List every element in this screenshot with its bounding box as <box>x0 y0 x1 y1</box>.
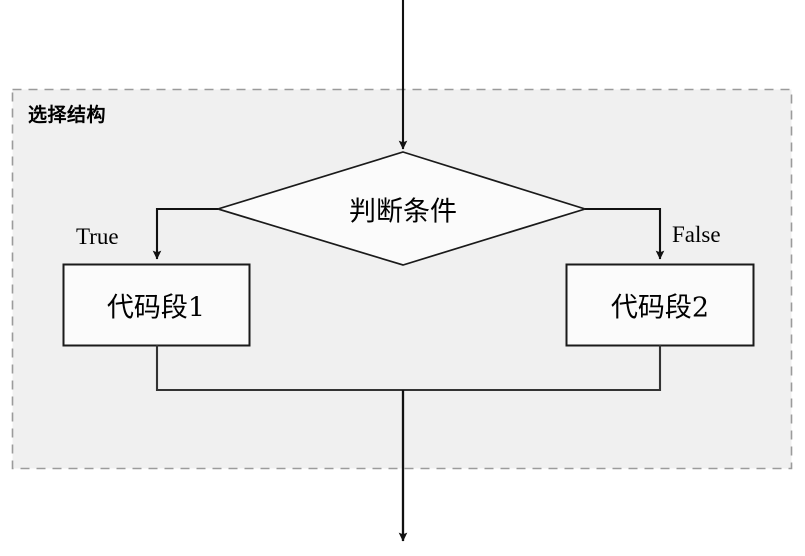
group-title-label: 选择结构 <box>28 104 107 126</box>
false-branch-arrow <box>585 207 665 260</box>
decision-diamond <box>215 151 588 266</box>
code-block-1-label: 代码段1 <box>106 292 206 324</box>
decision-label: 判断条件 <box>349 196 457 228</box>
code-block-2 <box>565 263 755 347</box>
edge-label-false: False <box>672 222 721 247</box>
edge-label-true: True <box>76 224 119 249</box>
true-branch-arrow <box>152 207 218 260</box>
code-block-1 <box>62 263 251 347</box>
merge-connector-left <box>155 345 662 392</box>
code-block-2-label: 代码段2 <box>610 292 710 324</box>
